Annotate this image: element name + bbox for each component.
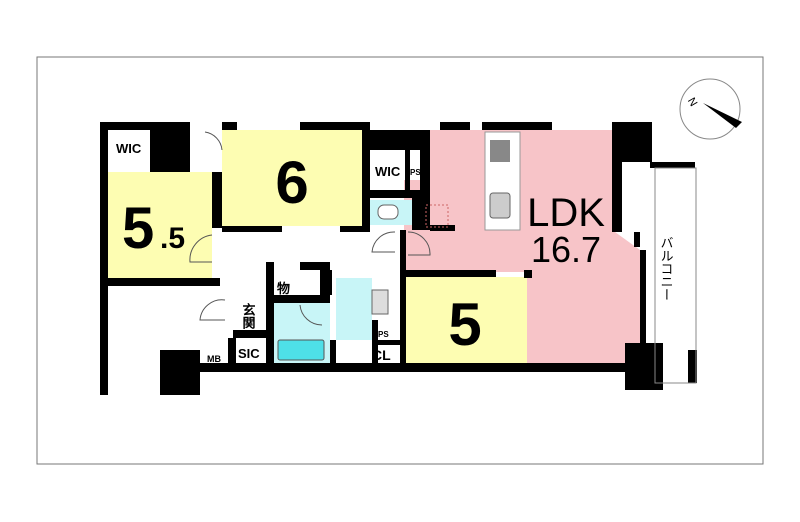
doors	[189, 131, 431, 326]
bedroom-5-size: 5	[448, 291, 481, 358]
wash-basin-icon	[371, 289, 389, 315]
toilet-icon	[377, 204, 399, 220]
washroom	[336, 278, 372, 340]
ldk-label: LDK	[527, 191, 605, 235]
bedroom-6	[222, 130, 362, 226]
wic-label-1: WIC	[116, 141, 142, 156]
walls	[100, 122, 697, 395]
bedroom-5-5-size-major: 5	[122, 196, 154, 261]
ldk-size: 16.7	[531, 229, 601, 270]
wic-label-2: WIC	[375, 164, 401, 179]
sink-icon	[489, 192, 511, 219]
bedroom-5-5	[108, 172, 212, 278]
compass: N	[679, 78, 742, 140]
fridge-space	[425, 204, 449, 228]
mb-label: MB	[207, 354, 221, 364]
balcony-area	[654, 167, 697, 384]
sic-label: SIC	[238, 346, 260, 361]
balcony-label: バルコニー	[659, 236, 674, 301]
bathtub-icon	[277, 339, 325, 361]
bedroom-5	[404, 277, 527, 363]
ps-label-1: PS	[410, 168, 421, 177]
ps-label-2: PS	[378, 330, 389, 339]
storage-label: 物	[277, 281, 290, 296]
ldk-room	[404, 130, 640, 363]
cl-label: CL	[372, 347, 391, 363]
compass-arrow-icon	[703, 103, 742, 128]
stove-icon	[490, 140, 510, 162]
bedroom-5-5-size-minor: .5	[160, 222, 185, 255]
entrance-label: 玄関	[241, 302, 256, 330]
bedroom-6-size: 6	[275, 149, 308, 216]
